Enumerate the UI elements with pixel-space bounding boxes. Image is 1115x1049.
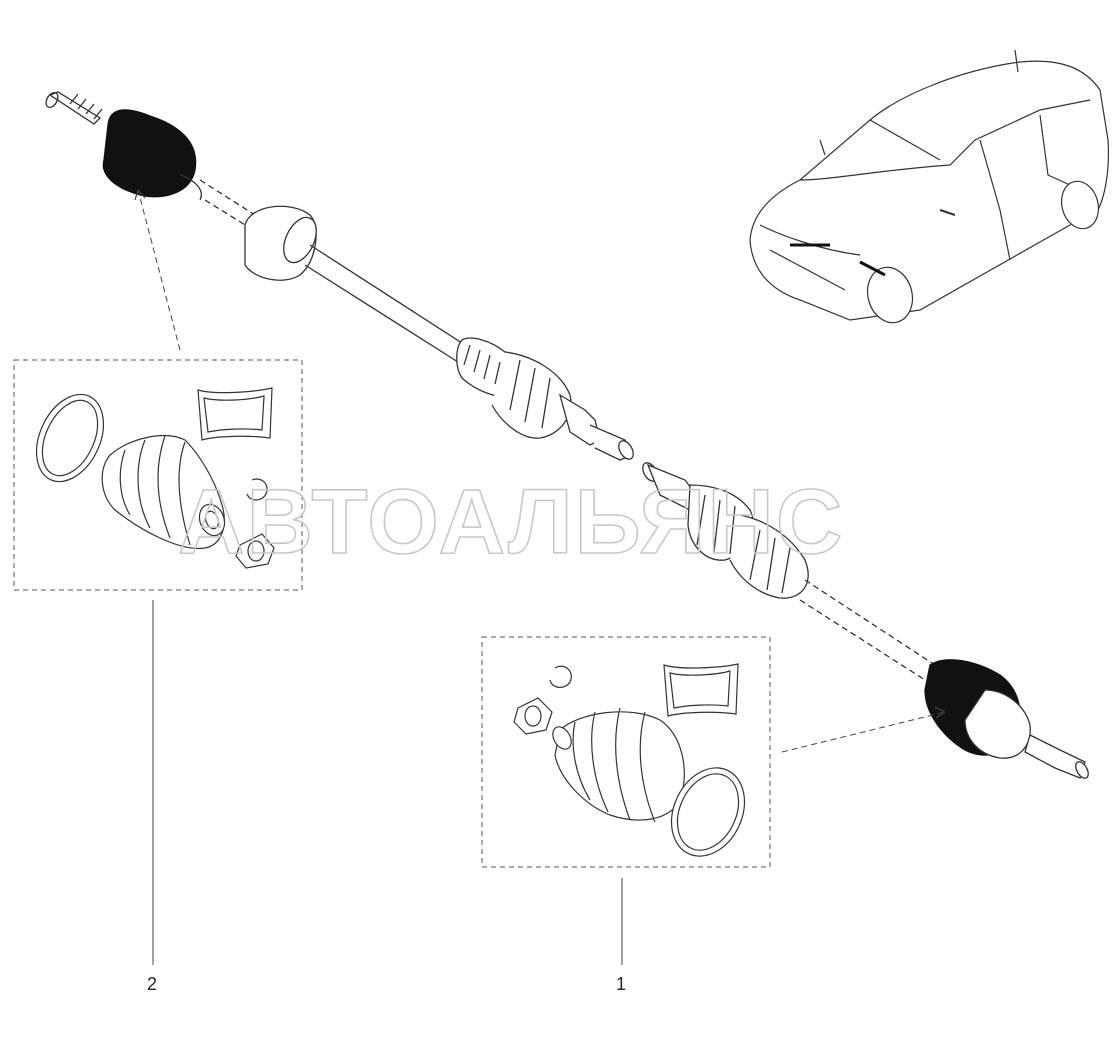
shaft-dashed-segment: [199, 179, 256, 229]
vehicle-illustration: [749, 49, 1110, 324]
watermark-text: АВТОАЛЬЯНС: [178, 471, 844, 573]
kit-2-box: [13, 359, 303, 591]
inner-joint-lower: [642, 462, 809, 599]
callout-number-1: 1: [616, 974, 626, 994]
circlip: [246, 478, 268, 501]
small-clamp: [235, 533, 275, 569]
right-outer-joint: [964, 689, 1089, 779]
kit-2-parts: [35, 387, 275, 569]
small-clamp: [513, 697, 553, 735]
grease-packet: [663, 663, 739, 717]
kit-1-parts: [513, 663, 746, 857]
leader-kit1-to-boot: [781, 711, 946, 753]
drive-shaft-assembly: [45, 91, 1089, 779]
shaft-dashed-segment-lower: [799, 579, 936, 681]
left-stub-shaft: [45, 91, 103, 125]
joint-boot: [552, 707, 685, 823]
clamp-ring: [670, 767, 746, 857]
circlip: [549, 665, 572, 688]
leader-kit2-to-boot: [137, 189, 181, 351]
callout-number-2: 2: [147, 974, 157, 994]
joint-boot: [101, 435, 226, 550]
clamp-ring: [35, 393, 105, 483]
kit-1-box: [481, 636, 771, 868]
shaft-bar: [304, 244, 466, 363]
leader-lines: [134, 189, 946, 965]
damper-weight: [244, 205, 317, 281]
grease-packet: [197, 387, 273, 441]
left-outer-boot: [102, 109, 197, 198]
inner-joint-upper: [456, 337, 634, 461]
